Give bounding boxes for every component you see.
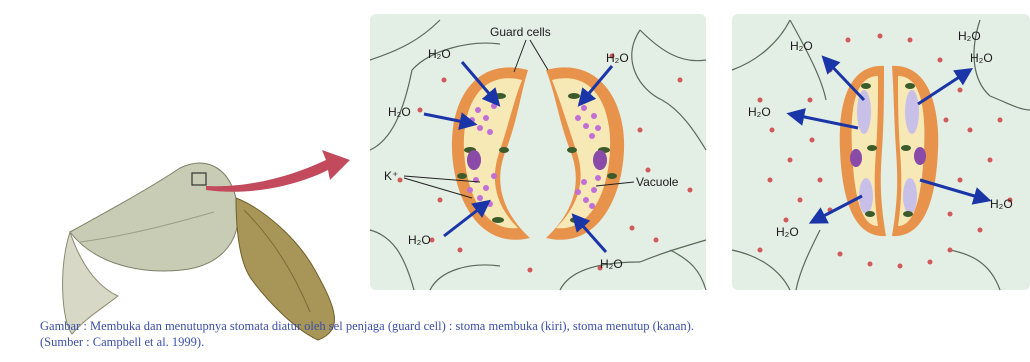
open-stoma-panel: Guard cells H₂O H₂O H₂O H₂O H₂O K⁺ Vacuo… (370, 14, 706, 290)
water-label: H₂O (958, 29, 981, 43)
caption-source: (Sumber : Campbell et al. 1999). (40, 334, 1030, 350)
water-label: H₂O (388, 105, 411, 119)
water-label: H₂O (748, 105, 771, 119)
water-label: H₂O (408, 233, 431, 247)
potassium-label: K⁺ (384, 169, 398, 183)
water-label: H₂O (790, 39, 813, 53)
water-label: H₂O (970, 51, 993, 65)
vacuole-label: Vacuole (636, 175, 679, 189)
water-label: H₂O (600, 257, 623, 271)
figure-caption: Gambar : Membuka dan menutupnya stomata … (40, 318, 1030, 350)
water-label: H₂O (776, 225, 799, 239)
water-label: H₂O (428, 47, 451, 61)
water-label: H₂O (990, 197, 1013, 211)
caption-line-1: Gambar : Membuka dan menutupnya stomata … (40, 318, 1030, 334)
water-label: H₂O (606, 51, 629, 65)
leaf-illustration (63, 150, 350, 340)
guard-cells-label: Guard cells (490, 25, 551, 39)
closed-stoma-panel: H₂O H₂O H₂O H₂O H₂O H₂O (732, 14, 1030, 290)
